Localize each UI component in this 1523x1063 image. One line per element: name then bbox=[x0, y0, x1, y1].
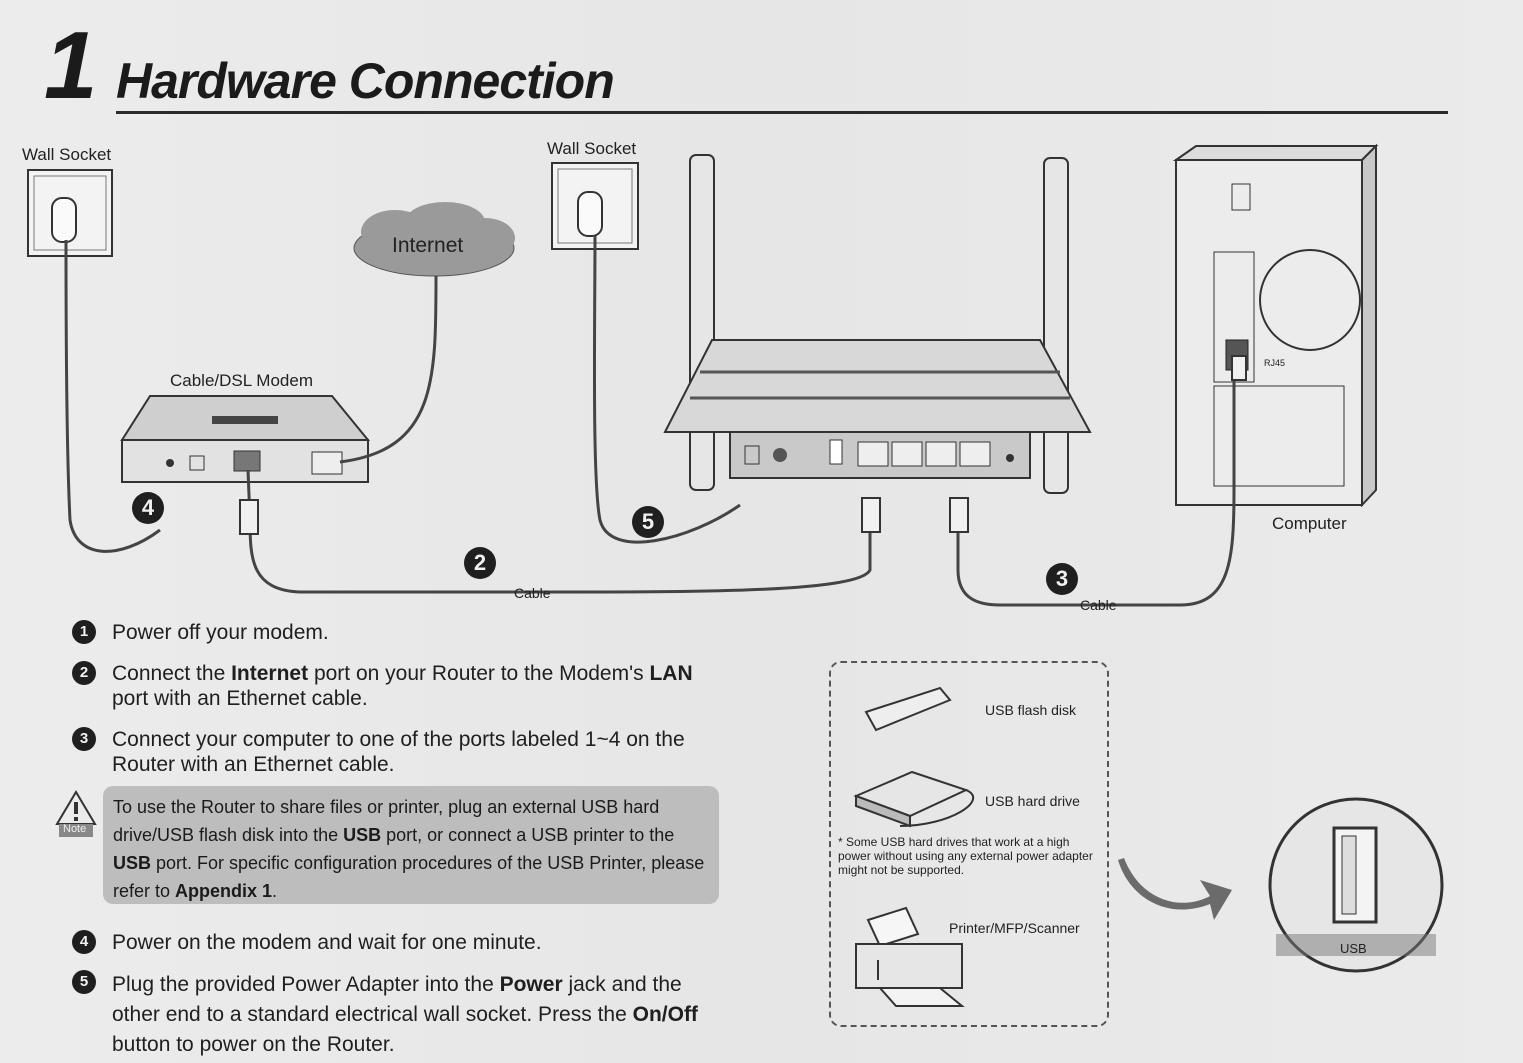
cable-internet-modem bbox=[339, 275, 438, 464]
callout-4: 4 bbox=[132, 492, 164, 524]
printer-label: Printer/MFP/Scanner bbox=[949, 920, 1080, 936]
modem-label: Cable/DSL Modem bbox=[170, 371, 313, 390]
title-rule bbox=[116, 111, 1448, 114]
computer-label: Computer bbox=[1272, 514, 1347, 533]
warning-note-icon: Note bbox=[55, 790, 97, 838]
step-text: Connect your computer to one of the port… bbox=[112, 728, 685, 776]
usb-hard-drive-icon bbox=[853, 770, 974, 828]
wall-socket-right-label: Wall Socket bbox=[547, 139, 637, 158]
wall-socket-right-icon bbox=[551, 162, 639, 250]
internet-label: Internet bbox=[392, 234, 464, 257]
step-2: 2 Connect the Internet port on your Rout… bbox=[72, 661, 712, 713]
rj45-plug-modem-icon bbox=[239, 499, 259, 535]
wall-socket-left-icon bbox=[27, 169, 113, 257]
wall-socket-left-label: Wall Socket bbox=[22, 145, 112, 164]
rj45-plug-computer-icon bbox=[1231, 355, 1247, 381]
callout-5: 5 bbox=[632, 506, 664, 538]
callout-3: 3 bbox=[1046, 563, 1078, 595]
internet-cloud-icon bbox=[353, 202, 515, 277]
step-number: 4 bbox=[72, 930, 96, 954]
cable-label-left: Cable bbox=[514, 585, 551, 601]
cable-ethernet-wan bbox=[246, 469, 872, 594]
step-5: 5 Plug the provided Power Adapter into t… bbox=[72, 970, 712, 1056]
step-number: 3 bbox=[72, 727, 96, 751]
usb-port-label: USB bbox=[1340, 941, 1367, 956]
rj45-plug-right-icon bbox=[949, 497, 969, 533]
cable-power-modem bbox=[64, 239, 161, 553]
rj45-label: RJ45 bbox=[1264, 358, 1286, 368]
step-text: Connect the Internet port on your Router… bbox=[112, 662, 693, 710]
modem-icon bbox=[120, 395, 371, 483]
usb-flash-label: USB flash disk bbox=[985, 702, 1077, 718]
usb-hdd-label: USB hard drive bbox=[985, 793, 1080, 809]
step-text: Power on the modem and wait for one minu… bbox=[112, 931, 542, 954]
cables bbox=[64, 235, 1236, 607]
cable-ethernet-lan bbox=[956, 370, 1236, 607]
page-title: Hardware Connection bbox=[116, 53, 615, 109]
step-number: 5 bbox=[72, 970, 96, 994]
arrow-right-icon bbox=[1118, 858, 1232, 920]
router-icon bbox=[663, 154, 1092, 494]
printer-icon bbox=[855, 906, 965, 1007]
cable-power-router bbox=[592, 235, 741, 544]
callout-2: 2 bbox=[464, 547, 496, 579]
step-1: 1 Power off your modem. bbox=[72, 620, 712, 648]
step-4: 4 Power on the modem and wait for one mi… bbox=[72, 930, 712, 958]
usb-flash-disk-icon bbox=[864, 686, 952, 732]
note-box bbox=[103, 786, 719, 904]
usb-hdd-note: * Some USB hard drives that work at a hi… bbox=[838, 835, 1093, 877]
step-number: 1 bbox=[72, 620, 96, 644]
step-text: Power off your modem. bbox=[112, 621, 329, 644]
rj45-plug-left-icon bbox=[861, 497, 881, 533]
usb-port-zoom-icon bbox=[1268, 797, 1444, 973]
computer-icon bbox=[1172, 143, 1379, 508]
step-number: 2 bbox=[72, 661, 96, 685]
section-number: 1 bbox=[44, 12, 98, 119]
note-text: To use the Router to share files or prin… bbox=[113, 797, 705, 901]
step-text: Plug the provided Power Adapter into the… bbox=[112, 973, 698, 1056]
note-icon-label: Note bbox=[63, 823, 87, 835]
usb-devices-box bbox=[829, 661, 1109, 1027]
cable-label-right: Cable bbox=[1080, 597, 1117, 613]
step-3: 3 Connect your computer to one of the po… bbox=[72, 727, 712, 779]
